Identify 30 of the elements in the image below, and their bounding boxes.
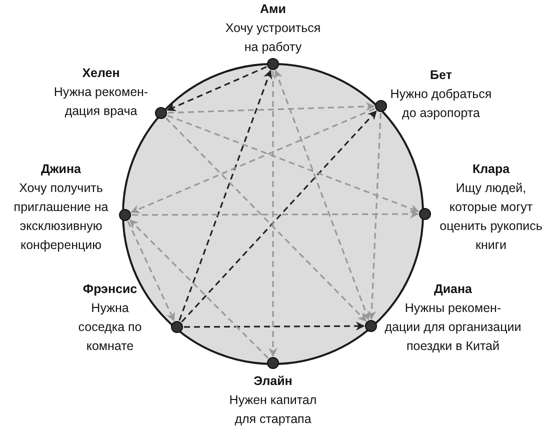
arrow — [178, 70, 272, 321]
arrow — [130, 108, 375, 214]
arrow — [367, 112, 382, 320]
arrow — [184, 322, 365, 331]
arrow — [168, 102, 375, 114]
person-name: Хелен — [81, 65, 121, 82]
need-text: Нужны рекомен- дации для организации поездки в Китай — [384, 300, 522, 355]
person-name: Ами — [259, 1, 287, 18]
person-name: Фрэнсис — [82, 281, 138, 298]
person-name: Диана — [432, 281, 474, 298]
need-text: Нужна рекомен- дация врача — [52, 84, 150, 120]
need-text: Нужен капитал для стартапа — [228, 392, 318, 428]
need-text: Хочу устроиться на работу — [224, 20, 322, 56]
arrow — [132, 210, 419, 219]
arrow — [127, 221, 175, 322]
need-text: Хочу получить приглашение на эксклюзивную конференцию — [12, 180, 110, 254]
arrow — [166, 66, 267, 112]
arrow — [181, 110, 377, 322]
person-name: Клара — [471, 161, 511, 178]
arrow — [167, 114, 420, 213]
need-text: Нужно добраться до аэропорта — [389, 86, 493, 122]
person-name: Бет — [429, 67, 453, 84]
person-name: Элайн — [252, 373, 294, 390]
arrow — [129, 219, 269, 359]
person-name: Джина — [40, 161, 82, 178]
arrow — [268, 71, 278, 357]
need-text: Ищу людей, которые могут оценить рукопись книги — [438, 180, 544, 254]
arrow — [165, 117, 367, 322]
need-text: Нужна соседка по комнате — [77, 300, 143, 355]
arrow — [274, 70, 370, 320]
